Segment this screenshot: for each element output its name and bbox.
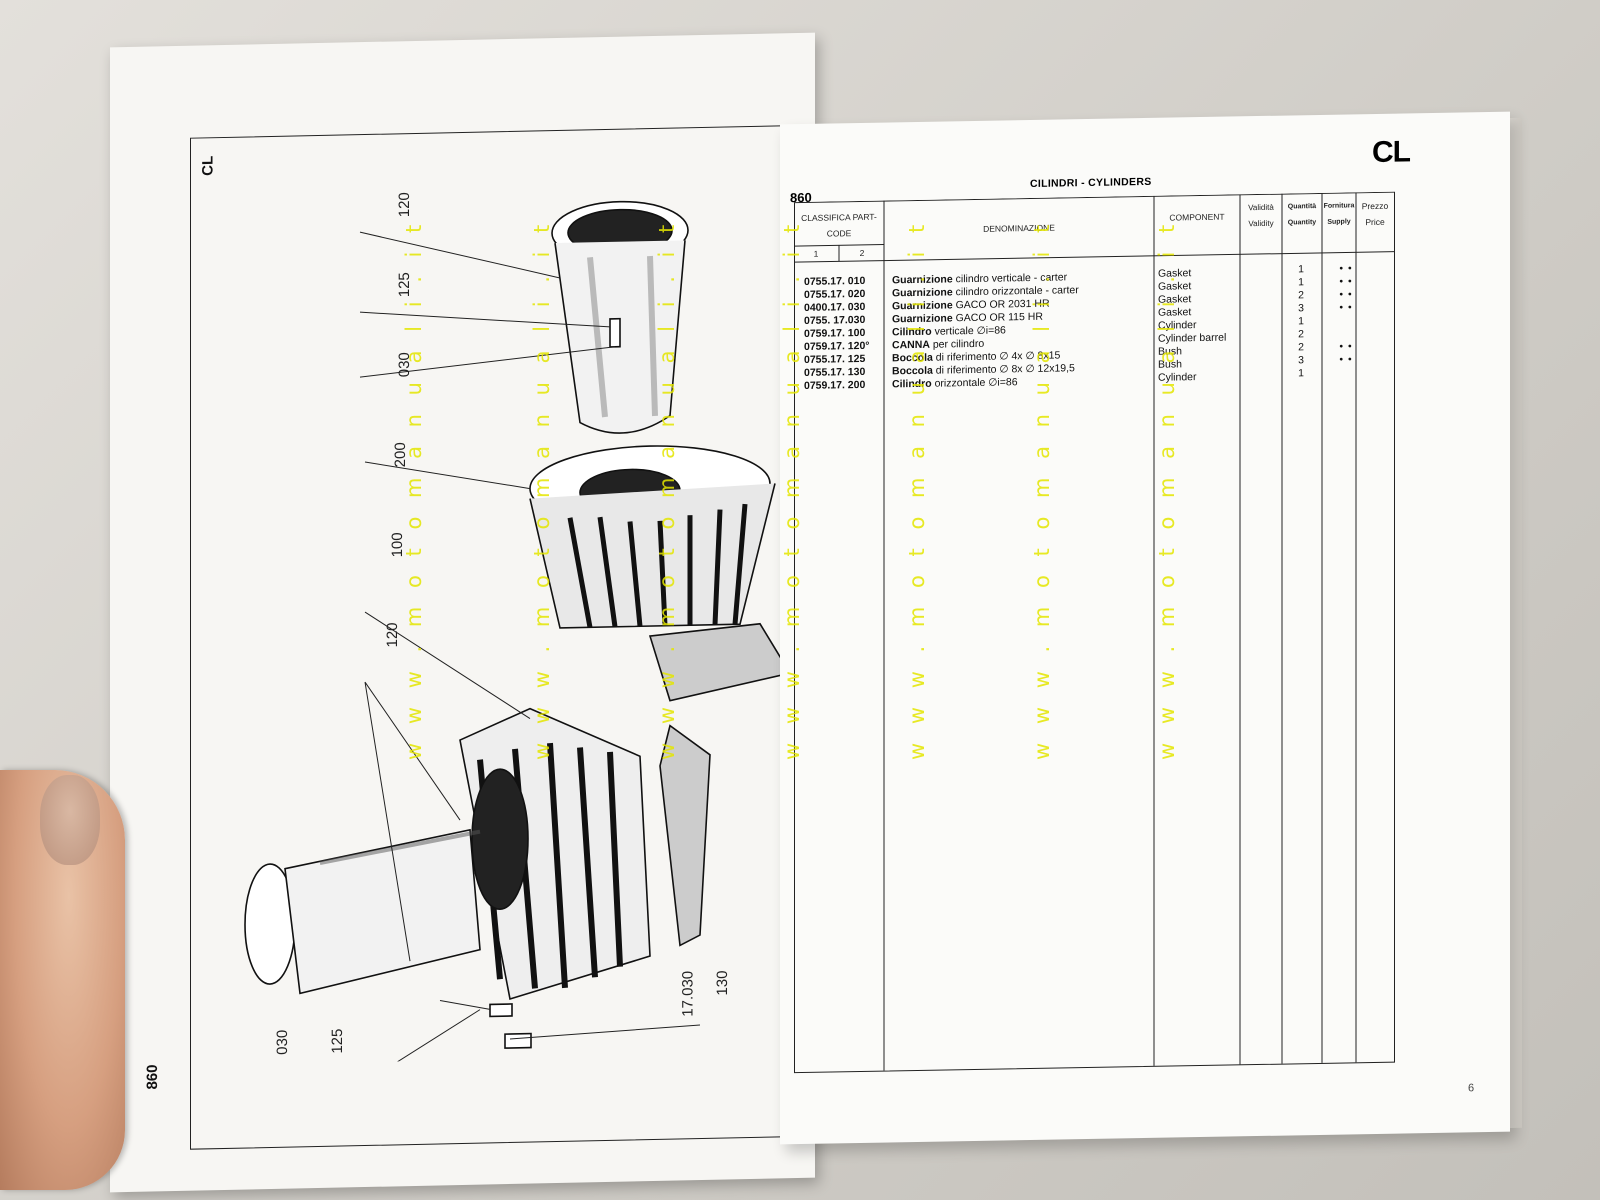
part-qty: 1 bbox=[1298, 276, 1304, 289]
col-supply: Fornitura Supply bbox=[1323, 202, 1355, 226]
lower-cylinder-liner bbox=[244, 828, 481, 995]
part-name: per cilindro bbox=[932, 337, 985, 351]
callout-125-lower: 125 bbox=[329, 1028, 347, 1054]
part-supply: • • bbox=[1339, 262, 1353, 275]
part-name: orizzontale ∅i=86 bbox=[934, 376, 1018, 390]
col-validity: Validità Validity bbox=[1248, 202, 1274, 229]
part-supply: • • bbox=[1339, 353, 1353, 366]
part-code: 0755.17. 020 bbox=[804, 287, 866, 301]
bush-130-lower bbox=[504, 1032, 532, 1049]
callout-030-lower: 030 bbox=[274, 1029, 292, 1055]
part-code: 0755. 17.030 bbox=[804, 313, 866, 327]
part-code: 0755.17. 125 bbox=[804, 352, 866, 366]
watermark: w w w . m o t o m a n u a l i . i t bbox=[530, 218, 554, 760]
part-code: 0755.17. 010 bbox=[804, 274, 866, 288]
part-code: 0759.17. 200 bbox=[804, 378, 866, 392]
table-grid bbox=[794, 191, 1395, 1074]
lower-gasket bbox=[659, 724, 711, 947]
watermark: w w w . m o t o m a n u a l i . i t bbox=[402, 218, 426, 760]
part-qty: 1 bbox=[1298, 315, 1304, 328]
callout-130: 130 bbox=[714, 970, 732, 996]
callout-120-lower: 120 bbox=[384, 622, 402, 648]
part-qty: 2 bbox=[1298, 328, 1304, 341]
part-qty: 2 bbox=[1298, 289, 1304, 302]
bush-125-lower bbox=[489, 1003, 513, 1018]
col-part-code-sub1: 1 bbox=[813, 248, 819, 259]
page-title: CILINDRI - CYLINDERS bbox=[1030, 175, 1152, 191]
part-name: cilindro orizzontale - carter bbox=[955, 284, 1079, 299]
part-code: 0759.17. 100 bbox=[804, 326, 866, 340]
watermark: w w w . m o t o m a n u a l i . i t bbox=[905, 218, 929, 760]
right-page-footer-number: 6 bbox=[1468, 1082, 1475, 1095]
part-qty: 3 bbox=[1298, 302, 1304, 315]
thumbnail bbox=[40, 775, 100, 865]
part-name: di riferimento ∅ 8x ∅ 12x19,5 bbox=[935, 362, 1075, 377]
part-qty: 3 bbox=[1298, 354, 1304, 367]
part-supply: • • bbox=[1339, 275, 1353, 288]
part-code: 0400.17. 030 bbox=[804, 300, 866, 314]
col-price: Prezzo Price bbox=[1361, 200, 1389, 228]
part-supply: • • bbox=[1339, 340, 1353, 353]
part-code: 0755.17. 130 bbox=[804, 365, 866, 379]
lower-finned-cylinder bbox=[459, 707, 651, 1001]
left-page: CL 860 bbox=[110, 32, 815, 1193]
part-supply: • • bbox=[1339, 301, 1353, 314]
exploded-cylinder-diagram bbox=[244, 200, 790, 1065]
left-section-code: CL bbox=[199, 155, 217, 177]
part-qty: 2 bbox=[1298, 341, 1304, 354]
callout-17030: 17.030 bbox=[679, 970, 697, 1017]
bush-125-upper bbox=[609, 317, 621, 348]
callout-120: 120 bbox=[396, 192, 414, 218]
part-name: verticale ∅i=86 bbox=[934, 324, 1006, 338]
section-code: CL bbox=[1372, 135, 1410, 170]
upper-finned-cylinder bbox=[529, 445, 776, 629]
part-qty: 1 bbox=[1298, 263, 1304, 276]
watermark: w w w . m o t o m a n u a l i . i t bbox=[780, 218, 804, 760]
part-code: 0759.17. 120° bbox=[804, 339, 870, 353]
col-quantity: Quantità Quantity bbox=[1287, 203, 1317, 227]
part-qty: 1 bbox=[1298, 367, 1304, 380]
watermark: w w w . m o t o m a n u a l i . i t bbox=[1155, 218, 1179, 760]
right-page: 860 CILINDRI - CYLINDERS CL CLASSIFICA P… bbox=[780, 111, 1510, 1145]
left-page-number: 860 bbox=[144, 1064, 162, 1090]
upper-gasket bbox=[648, 622, 790, 702]
watermark: w w w . m o t o m a n u a l i . i t bbox=[655, 218, 679, 760]
watermark: w w w . m o t o m a n u a l i . i t bbox=[1030, 218, 1054, 760]
part-supply: • • bbox=[1339, 288, 1353, 301]
col-part-code: CLASSIFICA PART-CODE bbox=[801, 211, 877, 239]
col-part-code-sub2: 2 bbox=[859, 247, 865, 258]
parts-table: CLASSIFICA PART-CODE 1 2 DENOMINAZIONE C… bbox=[794, 191, 1410, 1082]
